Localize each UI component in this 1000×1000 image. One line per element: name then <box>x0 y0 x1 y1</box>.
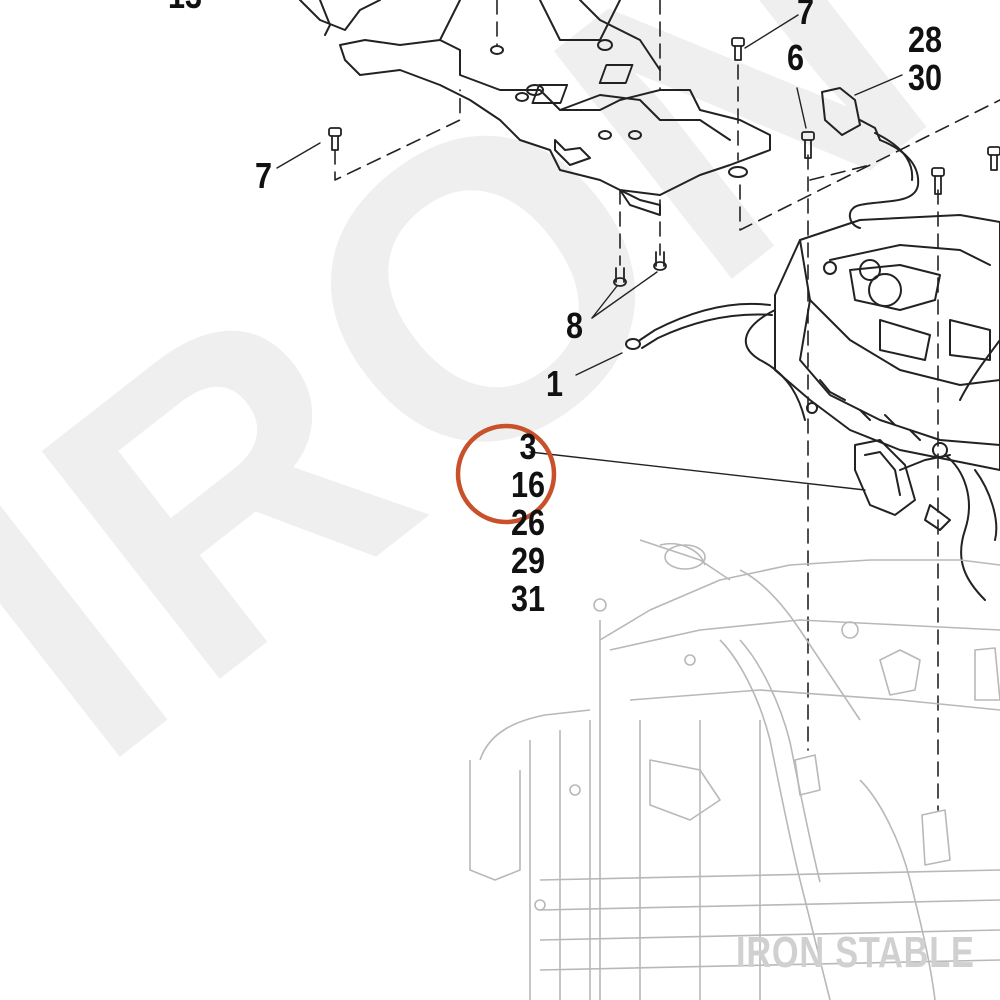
ground-cable <box>625 302 806 421</box>
assembly-lines <box>334 0 1000 811</box>
callout-30: 30 <box>908 57 943 98</box>
engine-background <box>469 539 1000 1000</box>
harness-connector <box>854 439 998 601</box>
sensor-connector <box>821 87 920 229</box>
callout-7-top: 7 <box>797 0 815 32</box>
callout-16: 16 <box>510 464 546 505</box>
callout-29: 29 <box>510 540 546 581</box>
control-module <box>774 214 1000 471</box>
callout-28: 28 <box>908 19 943 60</box>
callout-leaders <box>276 14 903 491</box>
callout-13: 13 <box>168 0 202 14</box>
callout-7-left: 7 <box>255 155 273 196</box>
callout-8: 8 <box>566 305 584 346</box>
callout-3: 3 <box>519 426 537 467</box>
callout-6: 6 <box>787 37 805 78</box>
watermark-corner: IRON STABLE <box>736 928 975 977</box>
bolts <box>328 37 1000 287</box>
upper-bracket <box>299 0 771 216</box>
highlight-circle <box>455 423 557 525</box>
callout-31: 31 <box>510 578 546 619</box>
callout-1: 1 <box>546 363 564 404</box>
callout-26: 26 <box>510 502 546 543</box>
